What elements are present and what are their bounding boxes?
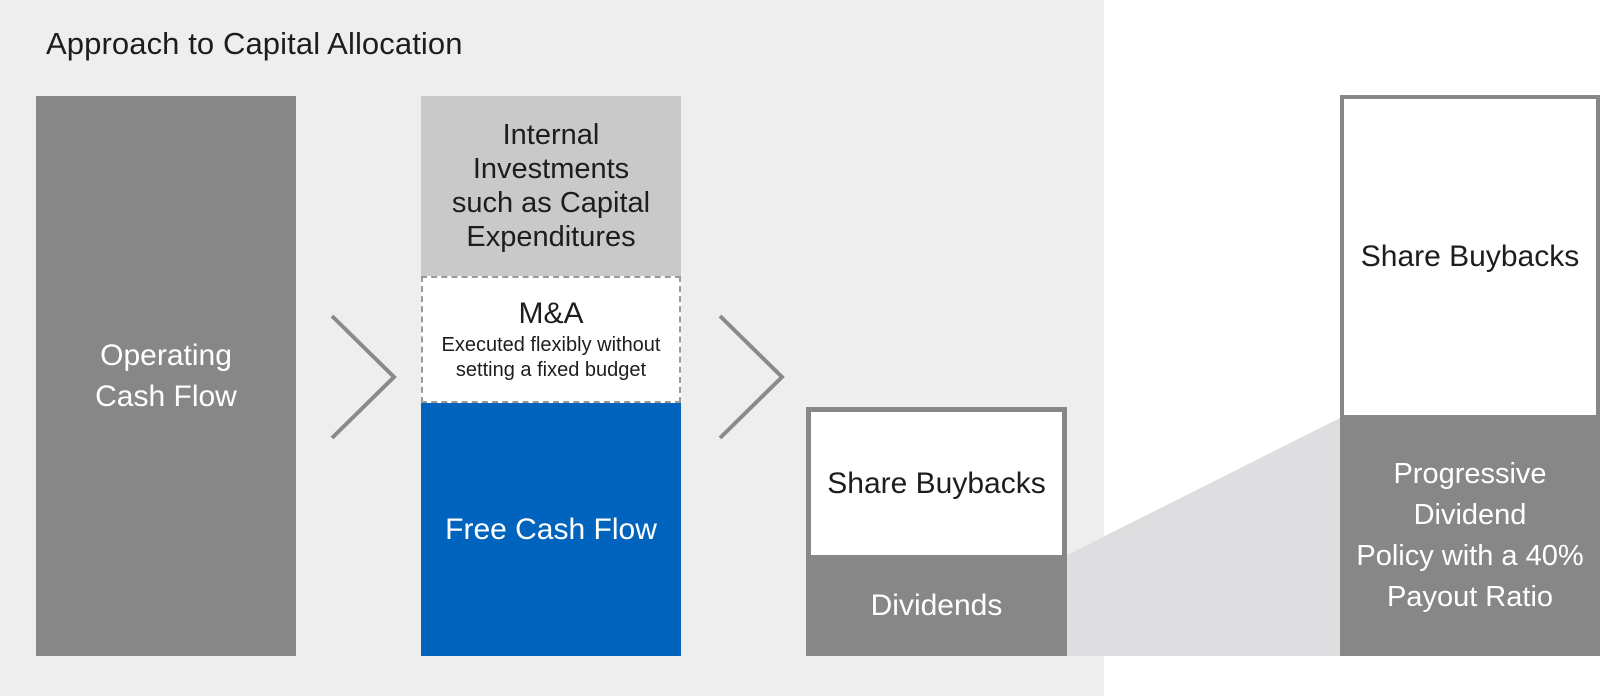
operating-cash-flow-block: Operating Cash Flow <box>36 96 296 656</box>
share-buybacks-detail-label: Share Buybacks <box>1360 240 1580 273</box>
free-cash-flow-label: Free Cash Flow <box>445 512 657 546</box>
internal-investments-line4: Expenditures <box>466 221 636 253</box>
internal-investments-line1: Internal <box>502 119 600 151</box>
operating-cash-flow-line2: Cash Flow <box>95 380 237 413</box>
ma-subtitle-line1: Executed flexibly without <box>441 333 661 356</box>
share-buybacks-block: Share Buybacks <box>806 407 1067 555</box>
dividends-label: Dividends <box>870 588 1003 622</box>
dividend-policy-line1: Progressive <box>1393 457 1547 490</box>
chevron-right-icon <box>330 314 397 440</box>
zoom-connector <box>1067 418 1340 656</box>
internal-investments-line3: such as Capital <box>451 187 651 219</box>
dividend-policy-line3: Policy with a 40% <box>1356 539 1584 572</box>
ma-subtitle-line2: setting a fixed budget <box>455 358 647 381</box>
internal-investments-block: Internal Investments such as Capital Exp… <box>421 96 681 276</box>
dividend-policy-block: Progressive Dividend Policy with a 40% P… <box>1340 415 1600 656</box>
operating-cash-flow-line1: Operating <box>100 339 232 372</box>
ma-title: M&A <box>518 296 584 330</box>
dividend-policy-line2: Dividend <box>1413 498 1527 531</box>
share-buybacks-detail-block: Share Buybacks <box>1340 95 1600 415</box>
internal-investments-line2: Investments <box>472 153 630 185</box>
diagram-title: Approach to Capital Allocation <box>46 26 463 61</box>
dividend-policy-line4: Payout Ratio <box>1386 580 1554 613</box>
dividends-block: Dividends <box>806 555 1067 656</box>
chevron-right-icon <box>718 314 785 440</box>
free-cash-flow-block: Free Cash Flow <box>421 403 681 656</box>
share-buybacks-label: Share Buybacks <box>827 466 1046 500</box>
ma-block: M&A Executed flexibly without setting a … <box>421 276 681 403</box>
